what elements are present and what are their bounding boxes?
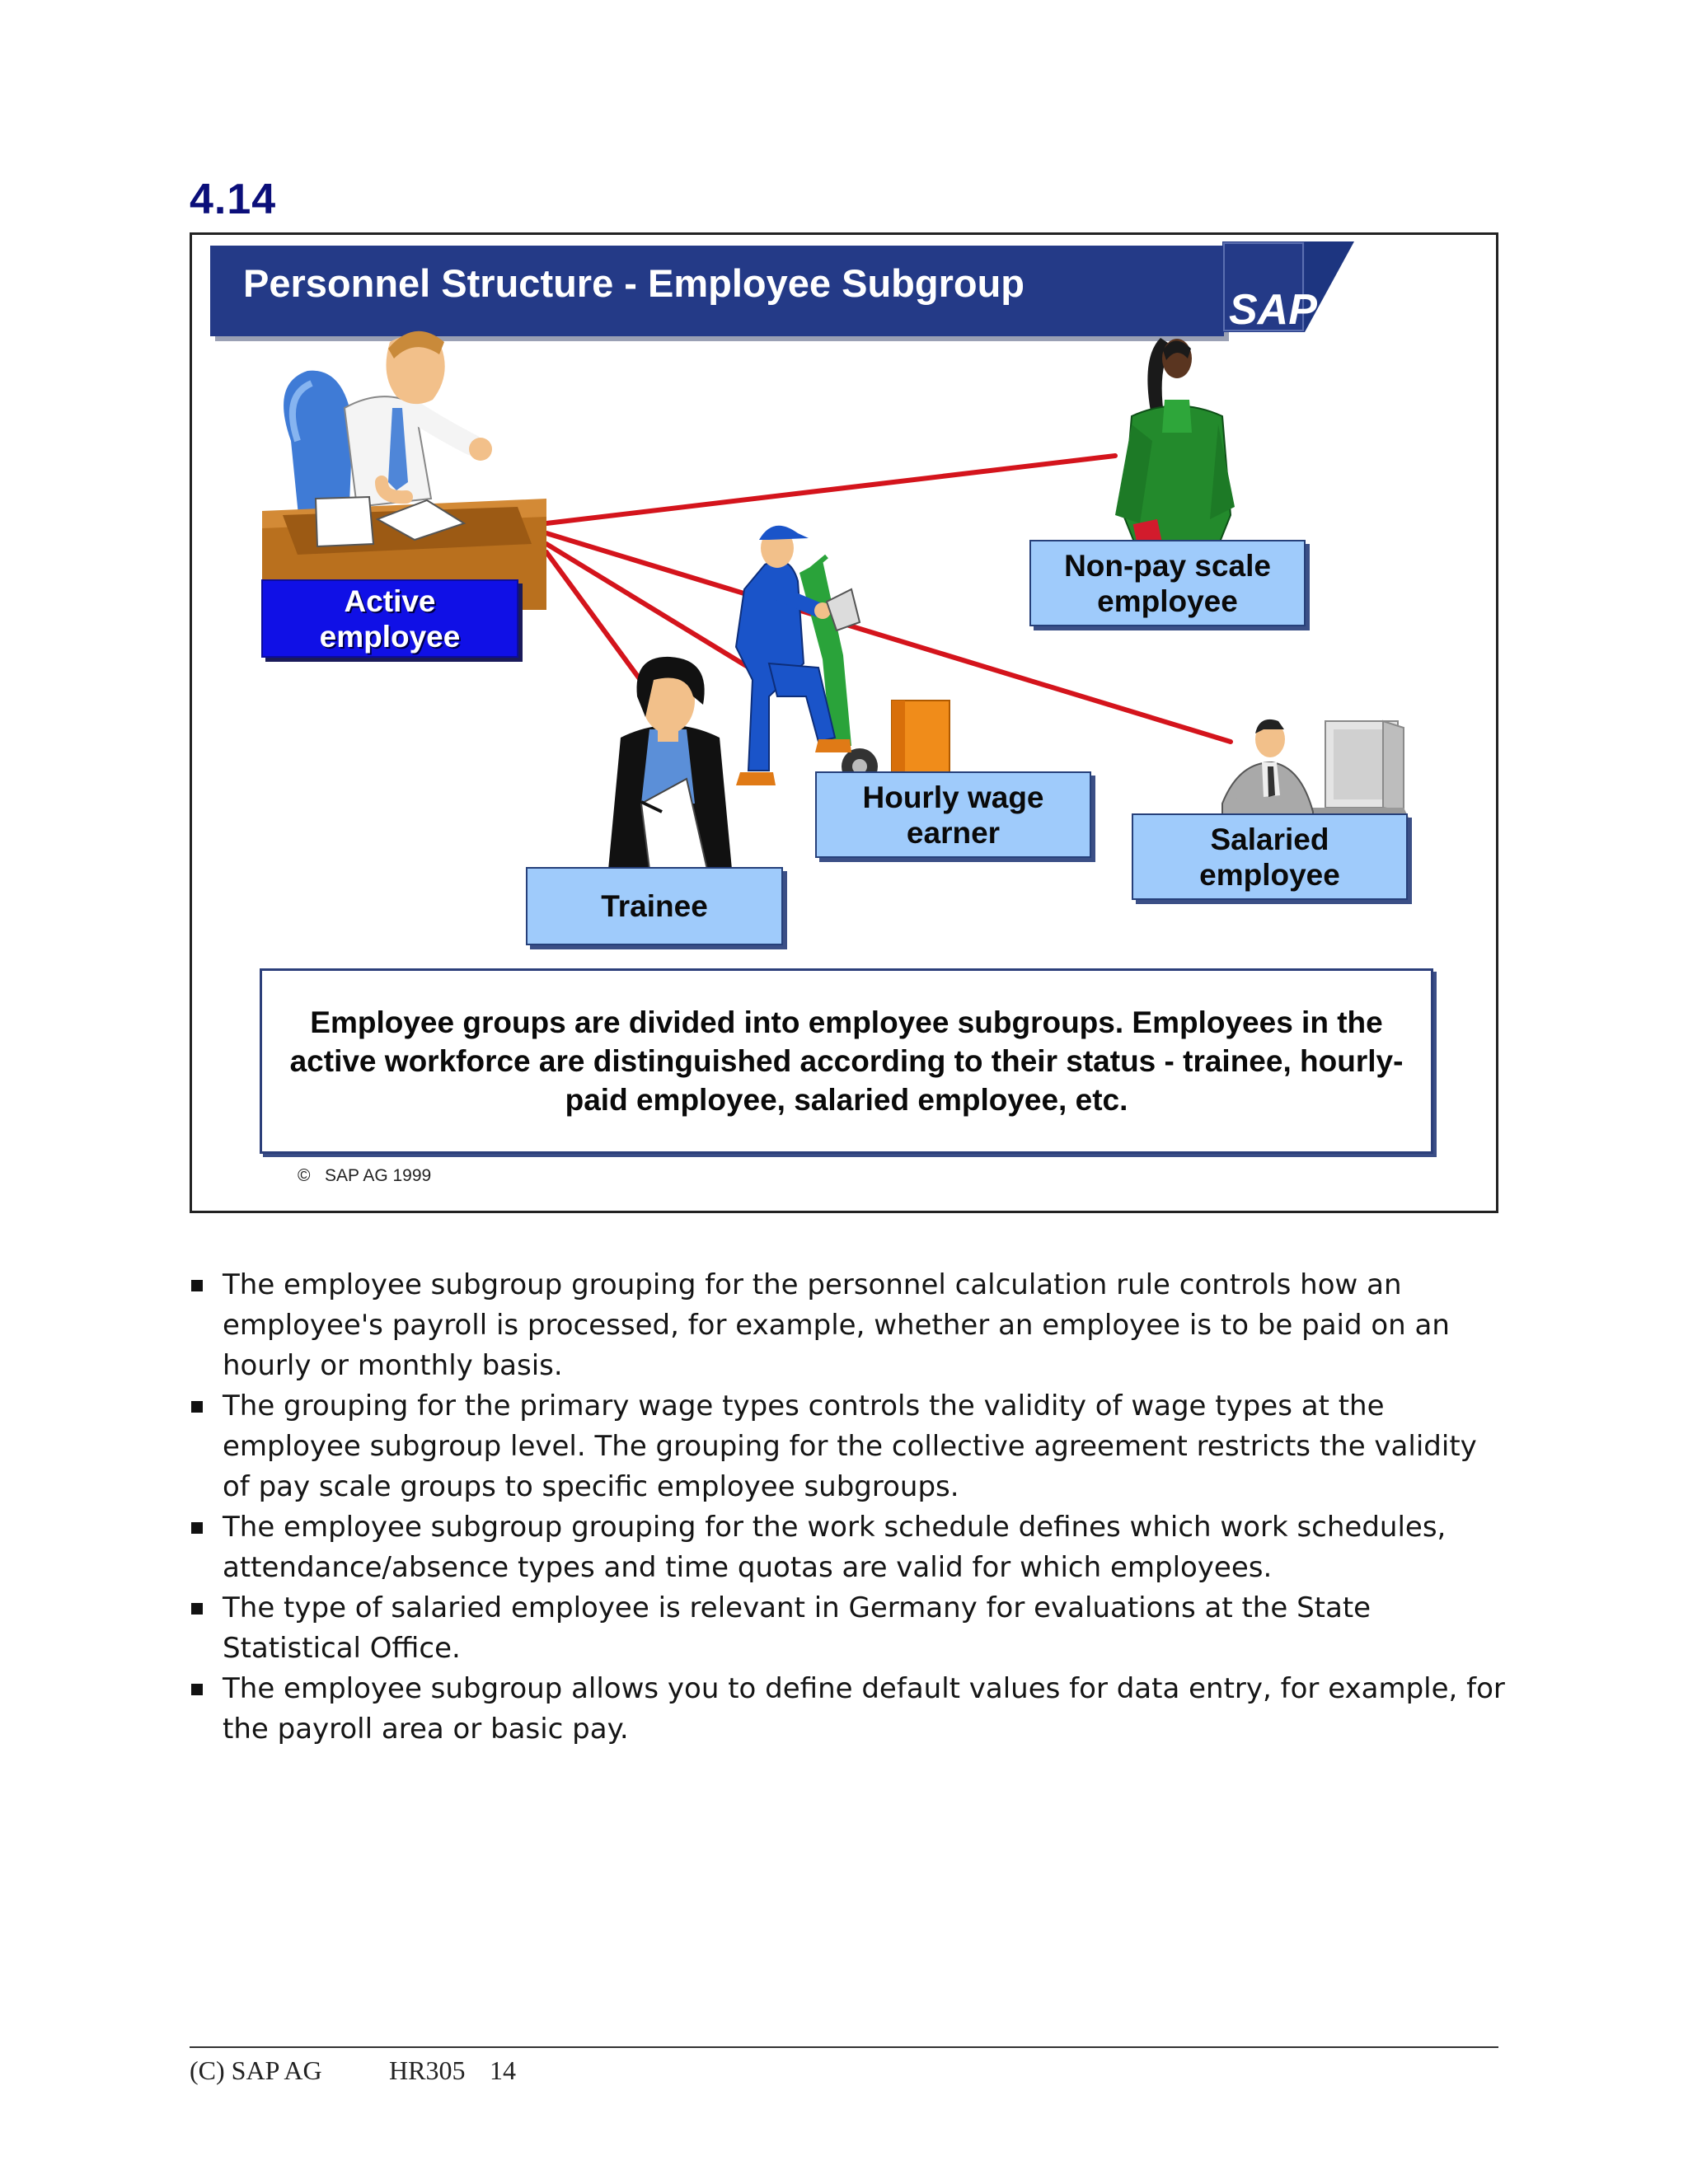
warehouse-worker-icon (734, 525, 950, 795)
footer-course: HR305 (389, 2055, 466, 2085)
bullet-square-icon (191, 1280, 203, 1291)
connector-non-pay-scale (544, 453, 1118, 526)
footer-page: 14 (490, 2055, 516, 2085)
bullet-square-icon (191, 1401, 203, 1413)
bullet-square-icon (191, 1684, 203, 1695)
bullet-square-icon (191, 1603, 203, 1615)
bullet-list: The employee subgroup grouping for the p… (190, 1265, 1508, 1750)
label-non-pay-scale-employee: Non-pay scale employee (1029, 540, 1306, 626)
label-active-employee: Active employee (261, 579, 518, 658)
sap-logo-icon: SAP (1222, 241, 1354, 334)
slide-title-bar: Personnel Structure - Employee Subgroup (210, 246, 1224, 336)
slide-frame: Personnel Structure - Employee Subgroup … (190, 232, 1498, 1213)
bullet-item: The employee subgroup grouping for the p… (190, 1265, 1508, 1386)
bullet-item: The employee subgroup grouping for the w… (190, 1507, 1508, 1588)
label-salaried-employee: Salaried employee (1132, 813, 1408, 900)
label-hourly-wage-earner: Hourly wage earner (815, 771, 1091, 858)
office-worker-icon (262, 330, 546, 610)
footer-company: (C) SAP AG (190, 2055, 322, 2085)
bullet-text: The employee subgroup allows you to defi… (223, 1672, 1505, 1746)
section-number: 4.14 (190, 176, 277, 223)
computer-user-icon (1221, 719, 1412, 824)
label-trainee: Trainee (526, 867, 783, 945)
footer-rule (190, 2046, 1498, 2048)
sap-logo-text: SAP (1229, 286, 1317, 334)
bullet-text: The employee subgroup grouping for the w… (223, 1511, 1447, 1584)
slide-copyright: © SAP AG 1999 (298, 1166, 431, 1186)
copyright-text: SAP AG 1999 (325, 1166, 432, 1185)
slide-title: Personnel Structure - Employee Subgroup (243, 261, 1025, 305)
connector-trainee (544, 550, 652, 695)
bullet-item: The grouping for the primary wage types … (190, 1386, 1508, 1507)
bullet-text: The grouping for the primary wage types … (223, 1390, 1477, 1503)
summary-box: Employee groups are divided into employe… (260, 968, 1433, 1154)
copyright-symbol: © (298, 1166, 311, 1185)
trainee-icon (608, 656, 732, 870)
bullet-square-icon (191, 1522, 203, 1534)
bullet-text: The type of salaried employee is relevan… (223, 1591, 1372, 1665)
connector-salaried (544, 531, 1233, 744)
bullet-item: The employee subgroup allows you to defi… (190, 1669, 1508, 1750)
bullet-item: The type of salaried employee is relevan… (190, 1588, 1508, 1669)
bullet-text: The employee subgroup grouping for the p… (223, 1268, 1450, 1382)
